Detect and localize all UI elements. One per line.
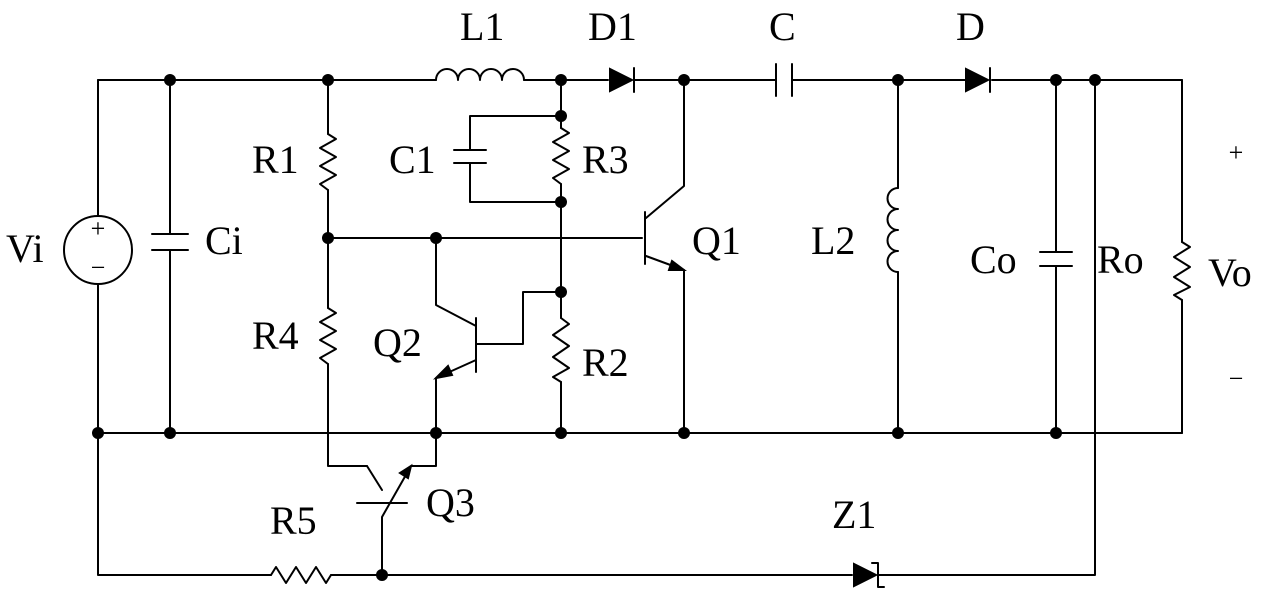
ci-capacitor bbox=[152, 234, 188, 250]
r1-resistor bbox=[320, 134, 336, 190]
label-r1: R1 bbox=[252, 137, 299, 182]
label-c1: C1 bbox=[389, 137, 436, 182]
q2-emitter-arrow bbox=[436, 366, 452, 378]
q1-emitter-arrow bbox=[669, 261, 684, 270]
r5-resistor bbox=[271, 567, 331, 583]
vi-plus-sign: + bbox=[91, 214, 106, 243]
r4-resistor bbox=[320, 308, 336, 364]
label-ro: Ro bbox=[1097, 237, 1144, 282]
d-diode bbox=[966, 68, 990, 92]
label-d: D bbox=[956, 4, 985, 49]
label-q1: Q1 bbox=[692, 218, 741, 263]
label-vi: Vi bbox=[6, 226, 44, 271]
q3-transistor bbox=[357, 466, 411, 503]
ro-resistor bbox=[1174, 242, 1190, 300]
vo-plus-sign: + bbox=[1229, 138, 1244, 167]
d1-diode bbox=[610, 68, 634, 92]
r3-resistor bbox=[553, 128, 569, 184]
label-co: Co bbox=[970, 237, 1017, 282]
label-r3: R3 bbox=[582, 137, 629, 182]
q1-transistor bbox=[645, 212, 684, 270]
label-r5: R5 bbox=[270, 498, 317, 543]
c-capacitor bbox=[776, 64, 792, 96]
l2-inductor bbox=[888, 188, 899, 272]
label-d1: D1 bbox=[588, 4, 637, 49]
label-r2: R2 bbox=[582, 340, 629, 385]
label-c: C bbox=[769, 4, 796, 49]
vi-minus-sign: − bbox=[91, 253, 106, 282]
label-l2: L2 bbox=[811, 218, 855, 263]
label-l1: L1 bbox=[460, 4, 504, 49]
label-q2: Q2 bbox=[373, 320, 422, 365]
label-q3: Q3 bbox=[426, 480, 475, 525]
vi-voltage-source: + − bbox=[64, 214, 132, 284]
component-labels: L1 D1 C D R1 C1 R3 Vi Ci Q1 L2 Co Ro Vo … bbox=[6, 4, 1252, 543]
label-ci: Ci bbox=[205, 218, 243, 263]
c1-capacitor bbox=[454, 150, 486, 163]
label-vo: Vo bbox=[1208, 250, 1252, 295]
q3-emitter-arrow bbox=[400, 466, 411, 478]
l1-inductor bbox=[436, 69, 524, 80]
co-capacitor bbox=[1040, 252, 1072, 266]
label-r4: R4 bbox=[252, 313, 299, 358]
r2-resistor bbox=[553, 318, 569, 382]
label-z1: Z1 bbox=[832, 492, 876, 537]
vo-minus-sign: − bbox=[1229, 364, 1244, 393]
